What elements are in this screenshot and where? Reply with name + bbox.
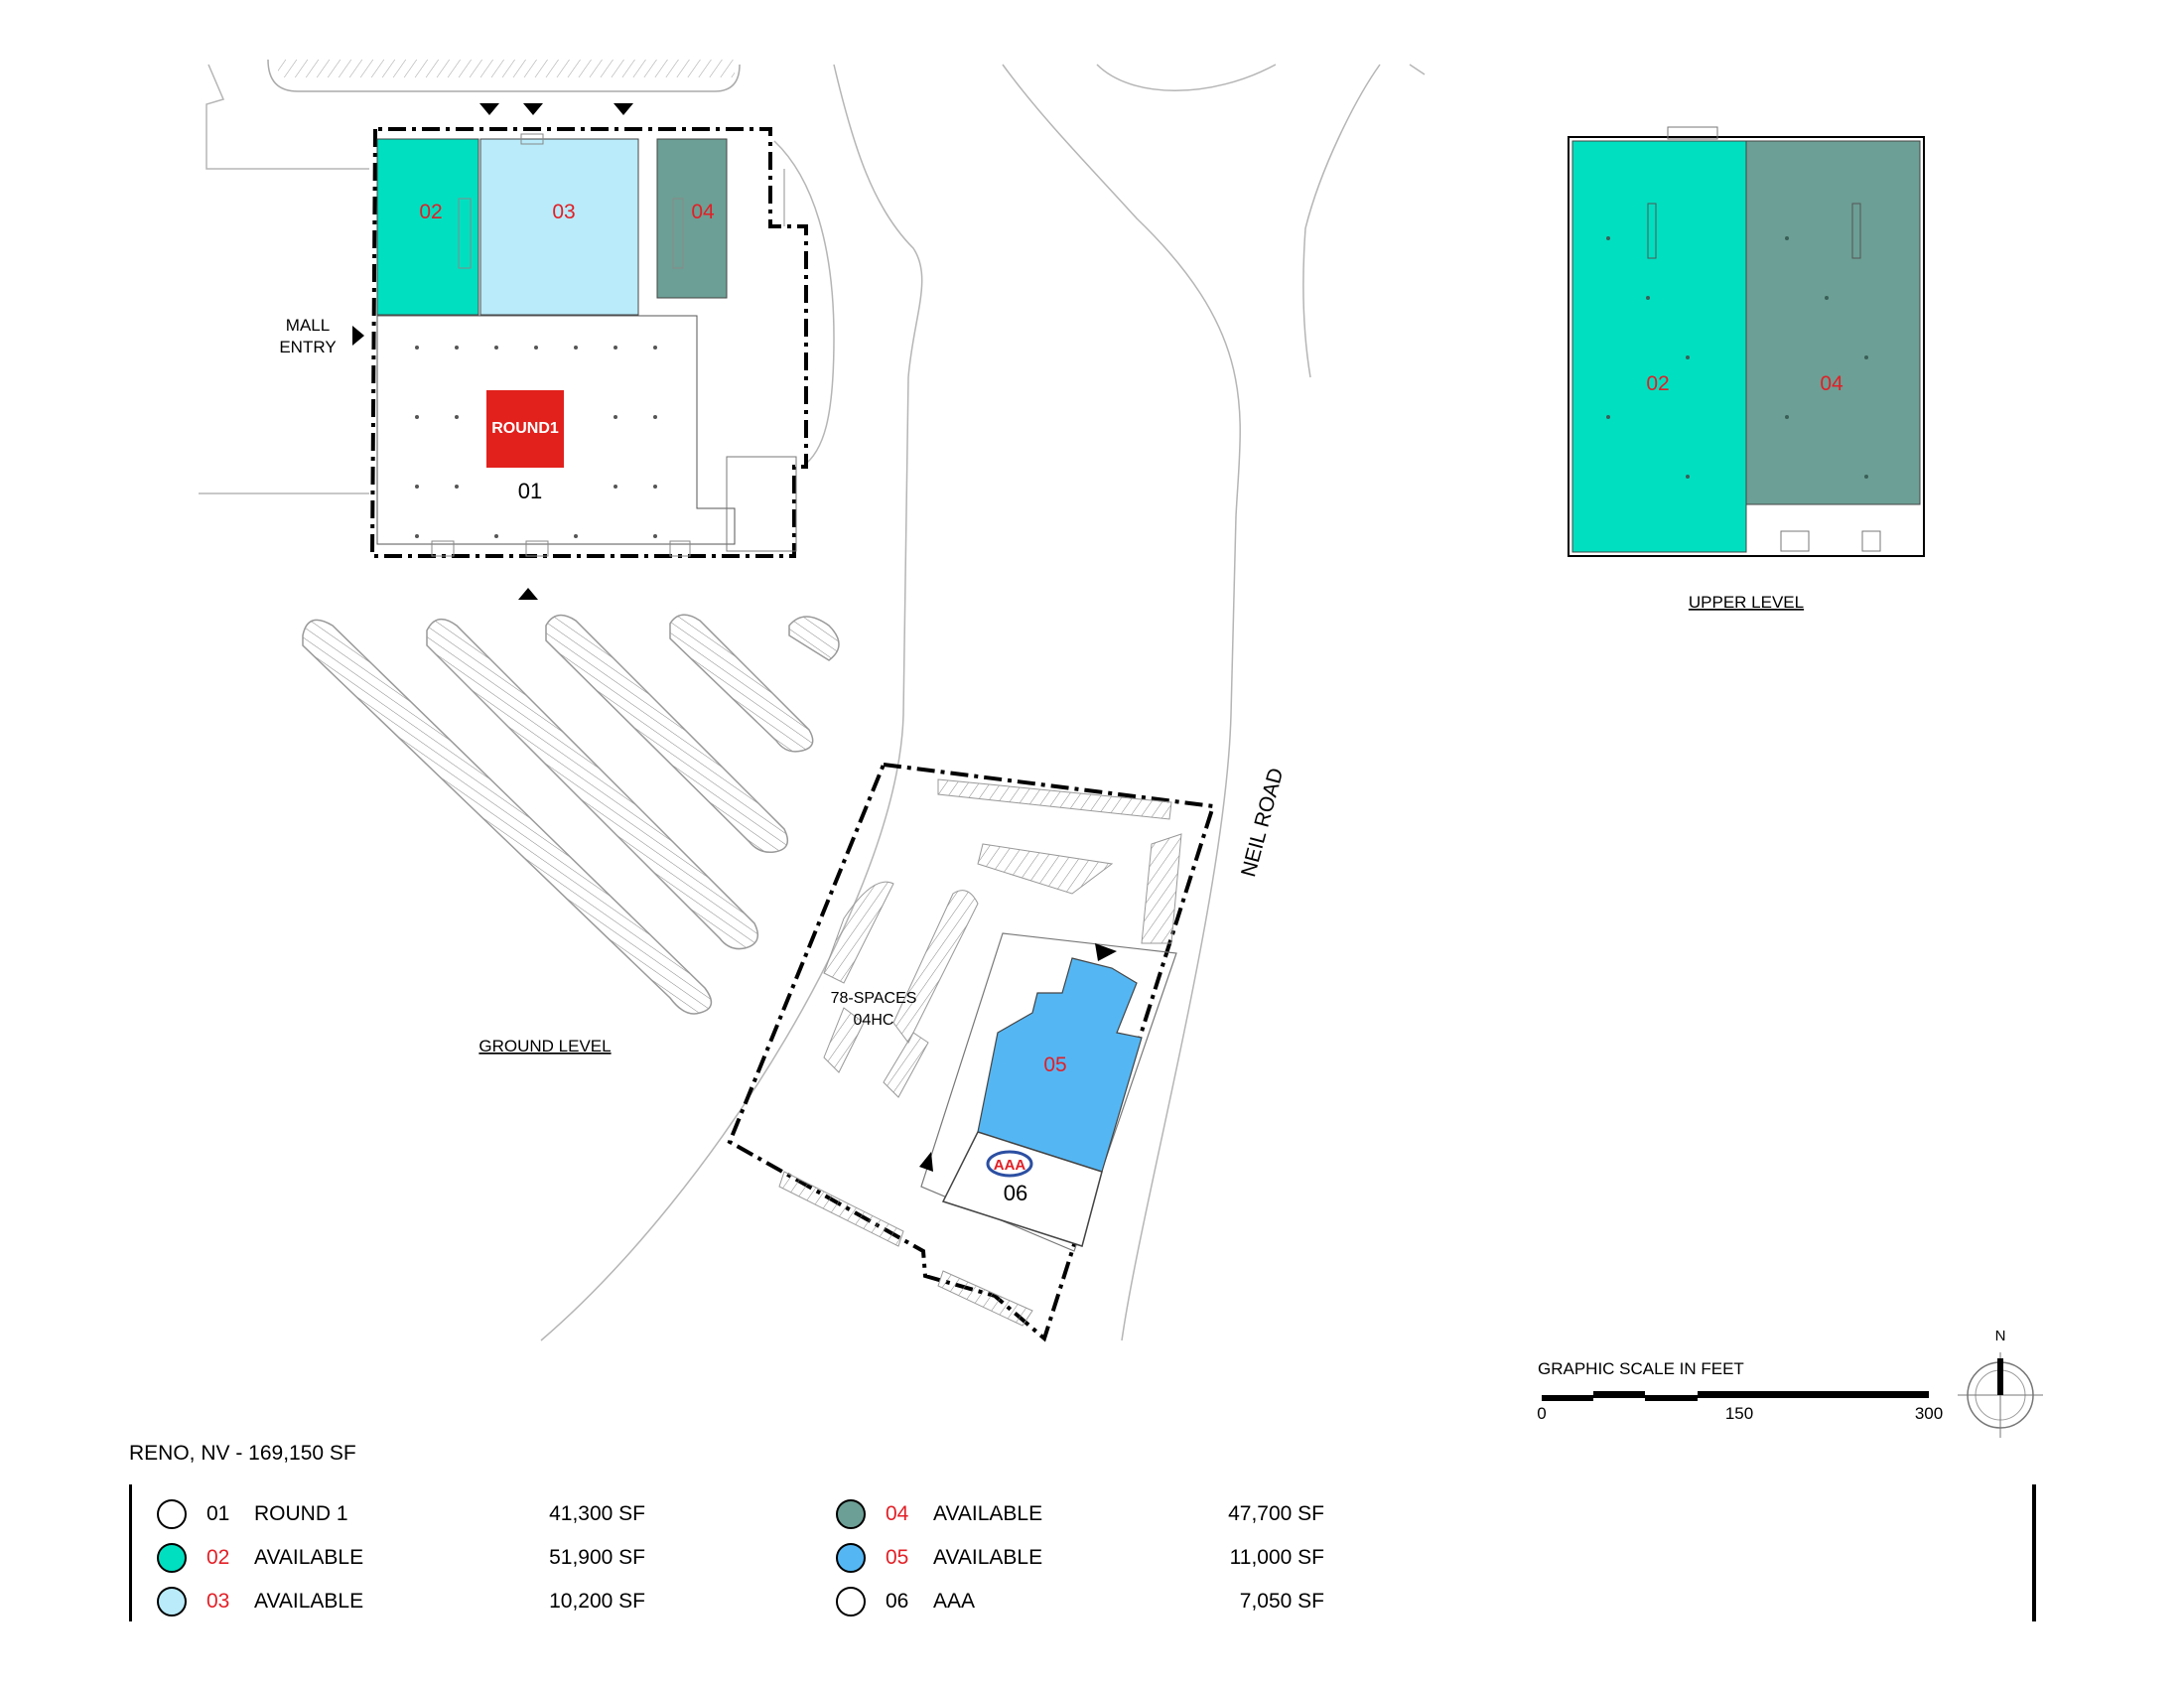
mall-entry-label-1: MALL [286,316,330,335]
swatch-04 [836,1499,866,1529]
legend-sf-04: 47,700 SF [1228,1502,1324,1525]
unit-01-label: 01 [518,479,542,503]
round1-logo [486,390,564,468]
swatch-03 [157,1587,187,1617]
aaa-logo [986,1150,1033,1178]
swatch-01 [157,1499,187,1529]
aaa-site: AAA 05 06 78-SPACES 04HC [727,762,1216,1342]
legend-name-01: ROUND 1 [254,1502,348,1525]
road-label: NEIL ROAD [1237,766,1288,880]
swatch-06 [836,1587,866,1617]
legend-row-01: 01 ROUND 1 41,300 SF [157,1497,645,1531]
swatch-02 [157,1543,187,1573]
legend-row-02: 02 AVAILABLE 51,900 SF [157,1541,645,1575]
legend-num-04: 04 [886,1502,909,1525]
legend-name-05: AVAILABLE [933,1546,1043,1569]
north-arrow-icon: N [1958,1328,2043,1438]
legend-sf-03: 10,200 SF [549,1590,645,1613]
unit-04-label: 04 [691,201,715,223]
legend-row-06: 06 AAA 7,050 SF [836,1585,1324,1618]
unit-05-label: 05 [1043,1054,1066,1076]
upper-level-building: 02 04 [1568,126,1925,557]
unit-03-label: 03 [552,201,575,223]
legend-num-05: 05 [886,1546,909,1569]
scale-tick-300: 300 [1915,1404,1943,1423]
round1-logo-text: ROUND1 [491,420,559,437]
entry-arrows [352,103,633,600]
unit-02-ground [376,138,479,316]
scale-title: GRAPHIC SCALE IN FEET [1538,1359,1744,1378]
mall-entry-label-2: ENTRY [279,338,336,356]
upper-level-label: UPPER LEVEL [1689,593,1804,612]
graphic-scale: GRAPHIC SCALE IN FEET 0 150 300 [1537,1359,1943,1423]
upper-unit-04-label: 04 [1820,372,1843,395]
unit-06-label: 06 [1004,1181,1027,1205]
road-lines [199,64,1426,1341]
ground-level-label: GROUND LEVEL [478,1037,611,1055]
legend-num-03: 03 [206,1590,230,1613]
scale-tick-150: 150 [1725,1404,1753,1423]
ground-level-building: 02 03 04 ROUND1 01 [369,127,808,558]
top-parking [267,59,741,92]
unit-02-label: 02 [419,201,442,223]
legend-sf-05: 11,000 SF [1229,1546,1324,1569]
legend-sf-02: 51,900 SF [549,1546,645,1569]
unit-02-upper [1571,140,1747,553]
parking-count-label-2: 04HC [854,1012,894,1029]
legend-row-03: 03 AVAILABLE 10,200 SF [157,1585,645,1618]
unit-03-ground [479,138,639,316]
legend-name-03: AVAILABLE [254,1590,364,1613]
unit-04-ground [656,138,728,299]
aaa-logo-text: AAA [994,1157,1026,1174]
swatch-05 [836,1543,866,1573]
legend-num-01: 01 [206,1502,230,1525]
legend-name-04: AVAILABLE [933,1502,1043,1525]
legend-name-06: AAA [933,1590,976,1613]
legend-sf-01: 41,300 SF [549,1502,645,1525]
legend-row-05: 05 AVAILABLE 11,000 SF [836,1541,1324,1575]
legend-num-02: 02 [206,1546,230,1569]
diagonal-parking [302,614,840,1015]
north-label: N [1995,1328,2006,1344]
legend-name-02: AVAILABLE [254,1546,364,1569]
legend-title: RENO, NV - 169,150 SF [129,1442,356,1465]
legend-divider-right [2032,1484,2036,1621]
legend-num-06: 06 [886,1590,909,1613]
legend-sf-06: 7,050 SF [1239,1590,1324,1613]
legend: RENO, NV - 169,150 SF 01 ROUND 1 41,300 … [129,1442,2115,1640]
legend-row-04: 04 AVAILABLE 47,700 SF [836,1497,1324,1531]
unit-04-upper [1745,140,1921,505]
scale-tick-0: 0 [1537,1404,1546,1423]
unit-06-building [941,1131,1103,1247]
upper-unit-02-label: 02 [1646,372,1669,395]
parking-count-label-1: 78-SPACES [831,990,917,1007]
legend-divider-left [129,1484,132,1621]
